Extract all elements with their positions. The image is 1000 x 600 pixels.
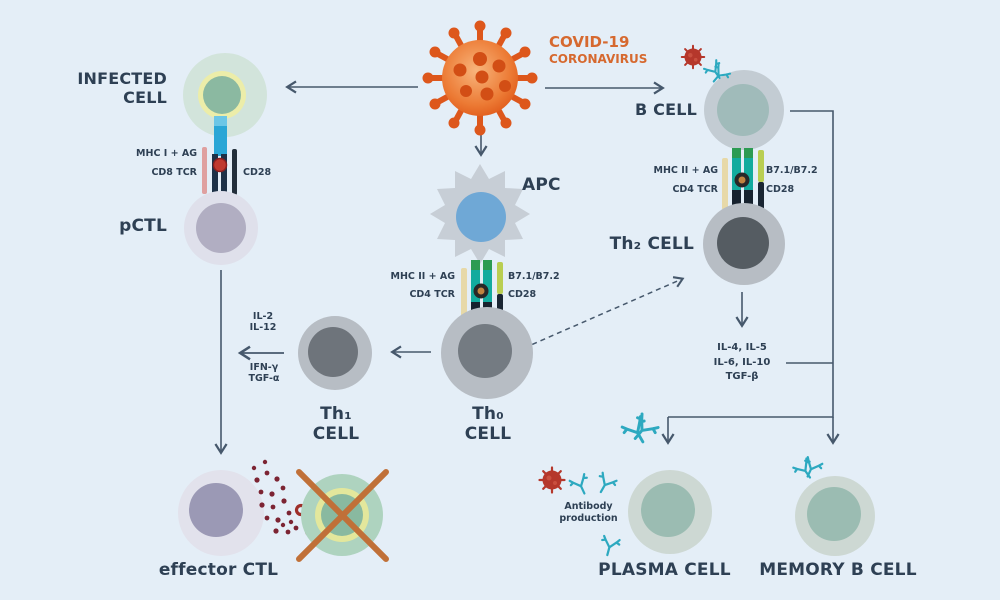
cytotoxic-granules <box>251 459 299 535</box>
th1-cytokines-below: IFN-γ TGF-α <box>248 362 280 385</box>
b-cell <box>704 70 784 150</box>
mhc1-ag-label: MHC I + AG <box>136 148 197 159</box>
th2-cell <box>703 203 785 285</box>
cd28-label-bcell: CD28 <box>766 184 795 195</box>
cross-out-x <box>296 469 389 562</box>
virus-particle-at-b-cell <box>680 44 706 70</box>
memory-b-cell <box>795 476 875 556</box>
b-cell-label: B CELL <box>634 100 697 119</box>
apc-label: APC <box>522 175 561 195</box>
infected-cell-label: INFECTED CELL <box>77 69 167 107</box>
plasma-cell <box>628 470 712 554</box>
th2-cytokines-block: IL-4, IL-5 IL-6, IL-10 TGF-β <box>713 342 771 382</box>
virus-particle-antibody-bound <box>538 466 566 494</box>
effector-ctl-cell <box>178 470 264 556</box>
cd8-tcr-label: CD8 TCR <box>151 167 197 178</box>
effector-ctl-label: effector CTL <box>158 560 279 580</box>
th2-cell-label: Th₂ CELL <box>609 234 694 254</box>
mhc1-receptor-complex <box>202 116 237 196</box>
cd28-label-apc: CD28 <box>508 289 537 300</box>
bcell-pathway-connector <box>661 110 840 445</box>
th1-cell <box>298 316 372 390</box>
coronavirus-icon <box>422 20 538 136</box>
covid-title: COVID-19 CORONAVIRUS <box>549 33 648 66</box>
b71-b72-label-apc: B7.1/B7.2 <box>508 271 560 282</box>
pctl-label: pCTL <box>119 216 167 236</box>
mhc2-ag-label-apc: MHC II + AG <box>390 271 455 282</box>
b71-b72-label-bcell: B7.1/B7.2 <box>766 165 818 176</box>
cd4-tcr-label-bcell: CD4 TCR <box>672 184 718 195</box>
th0-cell-label: Th₀ CELL <box>464 404 512 445</box>
apc-cell <box>430 164 530 264</box>
mhc2-ag-label-bcell: MHC II + AG <box>653 165 718 176</box>
th1-cytokines-above: IL-2 IL-12 <box>249 311 277 334</box>
th1-cell-label: Th₁ CELL <box>312 404 360 445</box>
memory-b-cell-label: MEMORY B CELL <box>759 560 917 580</box>
antibody-production-label: Antibody production <box>559 501 618 525</box>
mhc2-receptor-complex-bcell <box>722 148 764 212</box>
cd28-label-pctl: CD28 <box>243 167 272 178</box>
infected-cell <box>183 53 267 137</box>
plasma-cell-label: PLASMA CELL <box>598 560 731 580</box>
arrow-th0-to-th2-dashed <box>523 276 685 349</box>
th0-cell <box>441 307 533 399</box>
antibody-at-memory-cell <box>791 455 825 484</box>
cd4-tcr-label-apc: CD4 TCR <box>409 289 455 300</box>
pctl-cell <box>184 191 258 265</box>
